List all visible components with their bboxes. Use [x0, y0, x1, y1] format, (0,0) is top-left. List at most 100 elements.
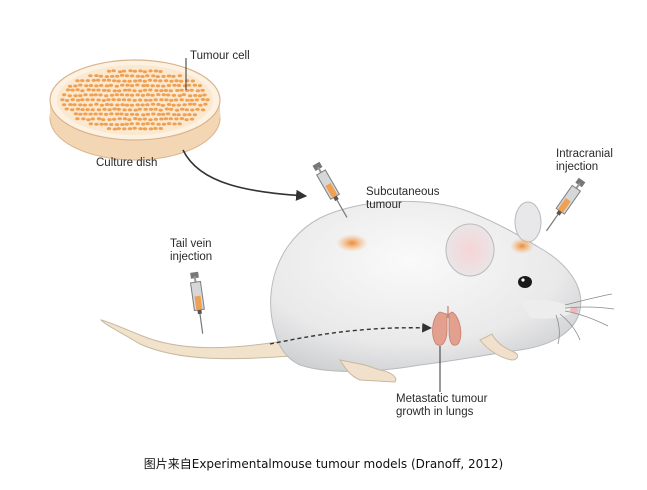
tumour-cell-dot: [60, 98, 65, 102]
tumour-cell-dot: [166, 122, 172, 126]
tumour-cell-dot: [124, 113, 129, 116]
tumour-cell-dot: [164, 107, 170, 111]
tumour-cell-dot: [104, 75, 110, 79]
tumour-cell-dot: [102, 107, 107, 111]
tumour-cell-dot: [95, 78, 101, 82]
tumour-cell-dot: [140, 103, 145, 107]
tumour-cell-dot: [129, 103, 135, 107]
tumour-cell-dot: [94, 102, 99, 106]
tumour-cell-dot: [179, 117, 185, 121]
tumour-cell-dot: [75, 117, 80, 121]
tumour-cell-dot: [203, 102, 208, 106]
tumour-cell-dot: [156, 93, 161, 97]
tumour-cell-dot: [98, 74, 104, 78]
tumour-cell-dot: [122, 108, 127, 112]
tumour-cell-dot: [173, 98, 179, 102]
tumour-cell-dot: [140, 75, 145, 78]
tumour-cell-dot: [153, 98, 158, 102]
tumour-cell-dot: [106, 89, 111, 93]
tumour-cell-dot: [80, 98, 85, 102]
tumour-cell-dot: [133, 117, 138, 121]
tumour-cell-dot: [197, 84, 203, 88]
tumour-cell-dot: [174, 108, 180, 112]
tumour-cell-dot: [179, 98, 184, 102]
tumour-cell-dot: [192, 113, 198, 117]
tumour-cell-dot: [133, 79, 138, 83]
tumour-cell-dot: [164, 98, 169, 102]
tumour-cell-dot: [200, 88, 205, 92]
tumour-cell-dot: [91, 88, 96, 92]
tumour-cell-dot: [190, 108, 195, 112]
tumour-cell-dot: [129, 93, 135, 97]
tumour-cell-dot: [158, 127, 163, 130]
tumour-cell-dot: [68, 103, 73, 107]
tumour-cell-dot: [119, 73, 125, 77]
tumour-cell-dot: [75, 107, 81, 111]
tumour-cell-dot: [142, 79, 147, 83]
tumour-cell-dot: [202, 93, 207, 97]
tumour-cell-dot: [145, 103, 150, 107]
tumour-cell-dot: [161, 84, 166, 88]
tumour-cell-dot: [122, 127, 127, 131]
tumour-cell-dot: [132, 69, 138, 73]
tumour-cell-dot: [163, 117, 169, 121]
tumour-cell-dot: [80, 108, 85, 112]
mouse-snout: [520, 299, 575, 319]
label-tumour-cell: Tumour cell: [190, 50, 250, 62]
tumour-cell-dot: [120, 123, 125, 126]
tumour-cell-dot: [168, 117, 173, 121]
tumour-cell-dot: [156, 122, 161, 126]
tumour-cell-dot: [153, 117, 159, 121]
tumour-cell-dot: [145, 74, 150, 78]
tumour-cell-dot: [120, 83, 125, 87]
tumour-cell-dot: [163, 79, 169, 83]
tumour-cell-dot: [200, 108, 206, 112]
tumour-cell-dot: [67, 84, 73, 88]
label-metastatic-line1: Metastatic tumour: [396, 393, 488, 405]
tumour-cell-dot: [143, 107, 148, 111]
tumour-cell-dot: [150, 122, 155, 126]
tumour-cell-dot: [67, 94, 73, 98]
tumour-cell-dot: [84, 84, 89, 88]
tumour-cell-dot: [98, 112, 103, 116]
syringe-intracranial-icon: [546, 177, 586, 232]
tumour-cell-dot: [90, 98, 95, 102]
tumour-cell-dot: [122, 79, 127, 83]
tumour-cell-dot: [182, 84, 188, 88]
tumour-cell-dot: [159, 117, 164, 121]
tumour-cell-dot: [114, 93, 120, 97]
tumour-cell-dot: [96, 88, 101, 92]
tumour-cell-dot: [143, 98, 149, 102]
tumour-cell-dot: [187, 113, 192, 117]
tumour-cell-dot: [103, 112, 109, 116]
tumour-cell-dot: [135, 83, 140, 87]
tumour-cell-dot: [101, 118, 106, 122]
tumour-cell-dot: [193, 94, 198, 97]
tumour-cell-dot: [93, 93, 98, 97]
tumour-cell-dot: [127, 118, 132, 122]
tumour-cell-dot: [192, 102, 197, 106]
tumour-cell-dot: [148, 98, 153, 102]
tumour-cell-dot: [119, 93, 125, 97]
tumour-cell-dot: [103, 122, 109, 126]
tumour-cell-dot: [172, 83, 177, 87]
mouse-whiskers: [555, 293, 615, 345]
tumour-cell-dot: [158, 108, 163, 112]
tumour-cell-dot: [145, 93, 151, 97]
tumour-cell-dot: [99, 122, 104, 126]
tumour-cell-dot: [132, 98, 137, 102]
tumour-cell-dot: [195, 107, 200, 111]
tumour-cell-dot: [107, 118, 112, 122]
tumour-cell-dot: [137, 117, 142, 121]
tumour-cell-dot: [94, 74, 99, 78]
tumour-cell-dot: [108, 83, 114, 87]
tumour-cell-dot: [104, 94, 109, 98]
tumour-cell-dot: [182, 113, 187, 117]
label-intracranial-line1: Intracranial: [556, 148, 613, 160]
tumour-cell-dot: [122, 88, 128, 92]
tumour-cell-dot: [78, 83, 83, 87]
tumour-cell-dot: [166, 74, 172, 78]
tumour-cell-dot: [120, 103, 125, 107]
tumour-cell-dot: [155, 75, 160, 79]
